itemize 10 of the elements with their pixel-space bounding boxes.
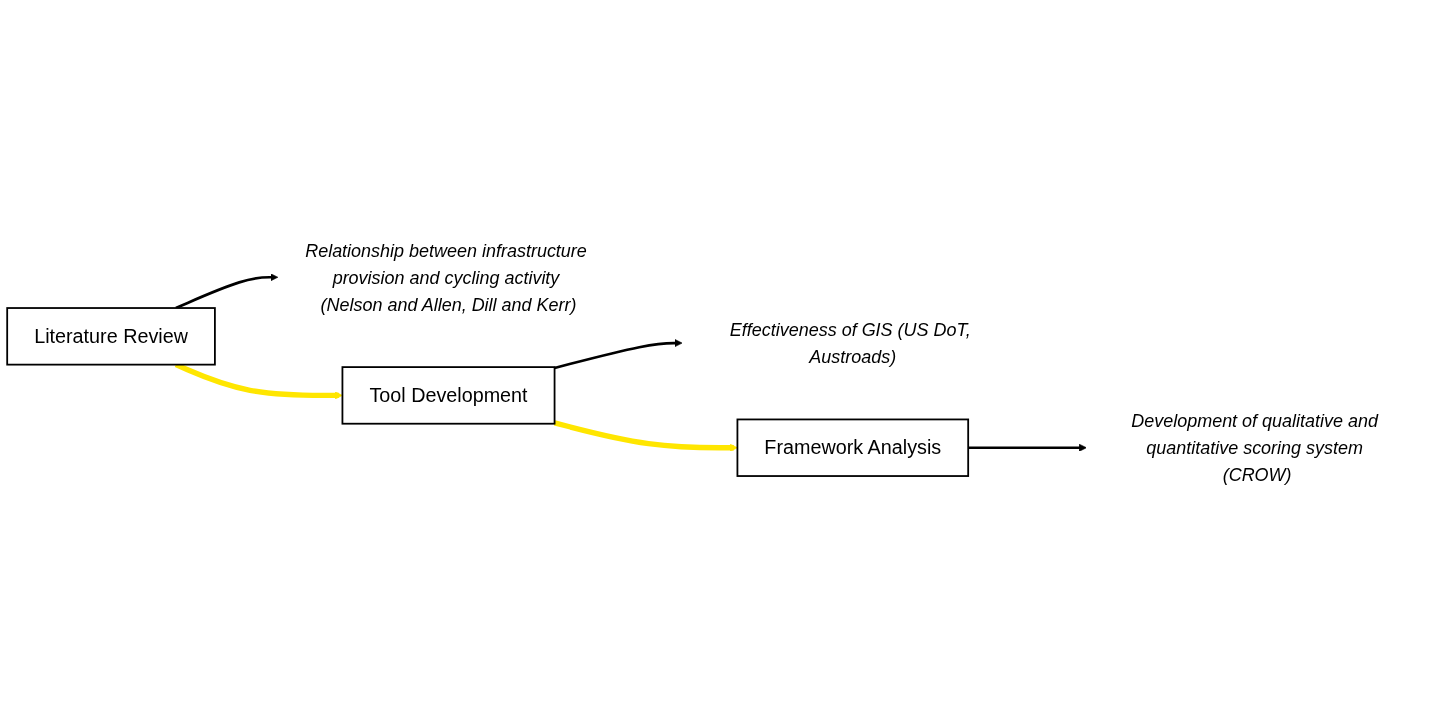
node-text: Development of qualitative and quantitative scoring system (CROW) — [1131, 410, 1378, 485]
arrow — [175, 273, 279, 310]
node-box: Framework Analysis — [736, 418, 970, 477]
arrow — [554, 339, 683, 370]
node-text: Relationship between infrastructure provision and cycling activity (Nelson and Allen, Dill and Kerr) — [305, 240, 587, 315]
node-box: Tool Development — [341, 366, 556, 425]
node-box: Literature Review — [6, 307, 216, 366]
arrow — [553, 420, 738, 452]
arrow — [968, 443, 1087, 452]
node-text: Effectiveness of GIS (US DoT, Austroads) — [729, 319, 971, 367]
